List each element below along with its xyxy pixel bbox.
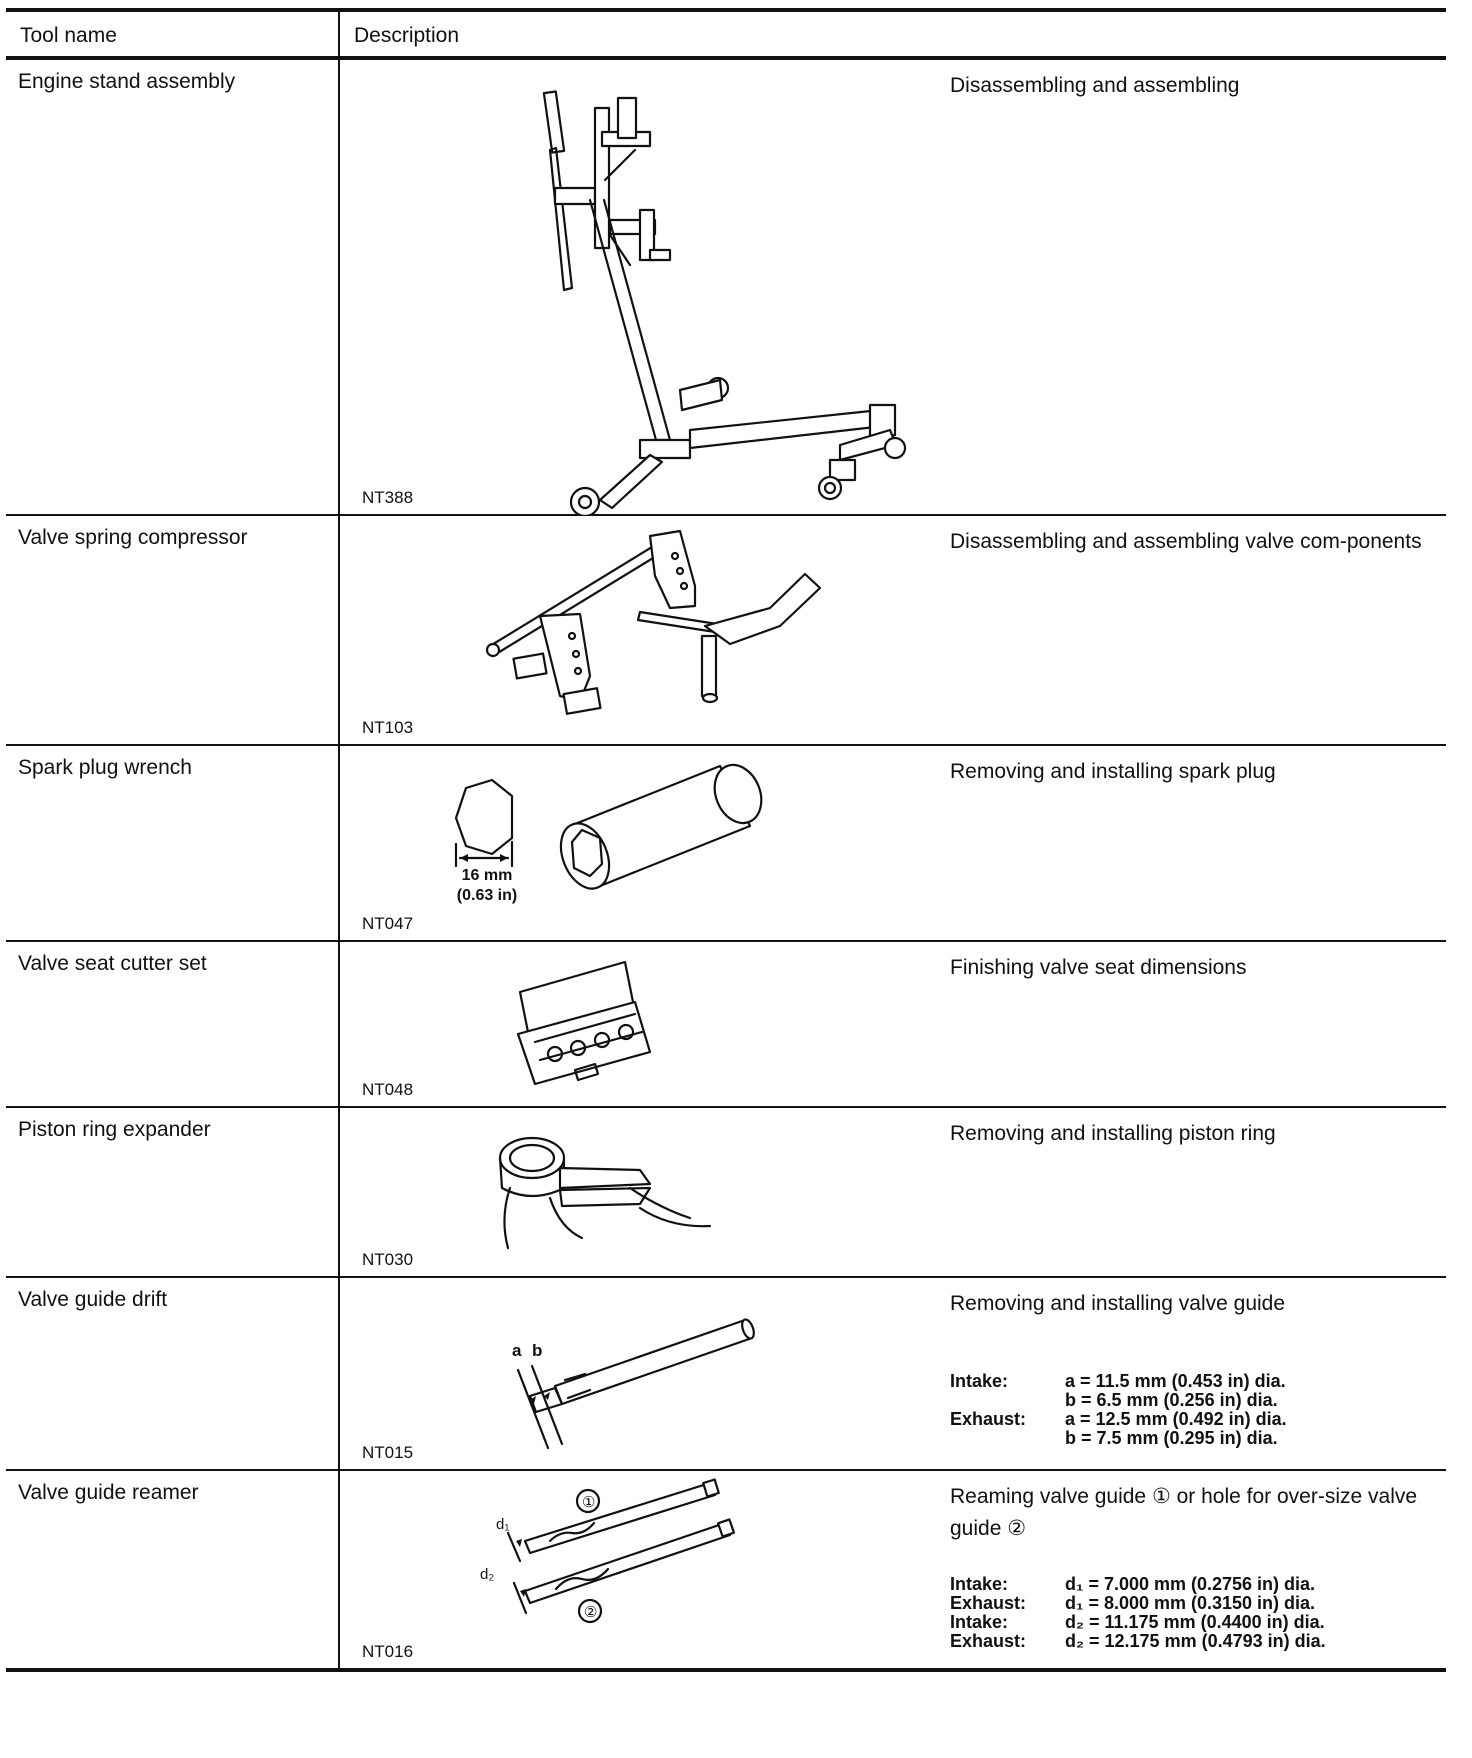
spec-value: d₂ = 12.175 mm (0.4793 in) dia.: [1065, 1631, 1326, 1651]
special-tools-table: Tool name Description Engine stand assem…: [6, 8, 1446, 1672]
spec-row: Exhaust: a = 12.5 mm (0.492 in) dia.: [950, 1410, 1287, 1429]
table-row: Valve seat cutter set NT048 Finishing va…: [6, 941, 1446, 1108]
tool-description-cell: NT103 Disassembling and assembling valve…: [339, 515, 1446, 746]
tool-purpose: Disassembling and assembling: [950, 74, 1240, 97]
diameter-label-d2: d₂: [480, 1566, 494, 1583]
valve-seat-cutter-set-illustration: NT048: [350, 942, 940, 1106]
diameter-label-d1: d₁: [496, 1516, 509, 1533]
tool-purpose: Removing and installing piston ring: [950, 1122, 1276, 1145]
engine-stand-illustration: NT388: [350, 60, 940, 515]
spec-value: d₁ = 7.000 mm (0.2756 in) dia.: [1065, 1574, 1316, 1594]
spec-row: Exhaust: d₂ = 12.175 mm (0.4793 in) dia.: [950, 1632, 1326, 1651]
hex-size-mm: 16 mm: [461, 867, 513, 884]
tool-description-cell: a b NT015 Removing and installing valve …: [339, 1277, 1446, 1471]
tool-name: Valve seat cutter set: [6, 941, 340, 1108]
spec-value: d₁ = 8.000 mm (0.3150 in) dia.: [1065, 1593, 1316, 1613]
tool-code: NT048: [362, 1080, 414, 1099]
header-tool-name: Tool name: [6, 8, 340, 60]
tool-name: Spark plug wrench: [6, 745, 340, 942]
tool-purpose: Disassembling and assembling valve com-p…: [950, 530, 1422, 553]
drift-spec-list: Intake: a = 11.5 mm (0.453 in) dia. b = 6…: [950, 1372, 1287, 1448]
tool-description-cell: NT388 Disassembling and assembling: [339, 58, 1446, 516]
spec-label: Intake:: [950, 1612, 1009, 1632]
tool-description-cell: 16 mm (0.63 in) NT047 Removing and insta…: [339, 745, 1446, 942]
tool-name: Piston ring expander: [6, 1107, 340, 1278]
hex-size-in: (0.63 in): [456, 887, 518, 904]
valve-guide-drift-illustration: a b NT015: [350, 1278, 940, 1469]
valve-spring-compressor-illustration: NT103: [350, 516, 940, 744]
table-row: Valve spring compressor: [6, 515, 1446, 746]
table-row: Piston ring expander NT030 Removing and …: [6, 1107, 1446, 1278]
spec-label: Intake:: [950, 1574, 1009, 1594]
spec-value: d₂ = 11.175 mm (0.4400 in) dia.: [1065, 1612, 1325, 1632]
table-row: Valve guide drift a b NT015 Remov: [6, 1277, 1446, 1471]
valve-guide-reamer-illustration: ① ② d₁ d₂ NT016: [350, 1471, 940, 1668]
spec-value: a = 11.5 mm (0.453 in) dia.: [1065, 1371, 1286, 1391]
spec-value: b = 7.5 mm (0.295 in) dia.: [1065, 1428, 1278, 1448]
tool-purpose: Removing and installing valve guide: [950, 1292, 1286, 1315]
dimension-label-b: b: [532, 1341, 542, 1360]
table-row: Engine stand assembly: [6, 58, 1446, 516]
spec-row: Intake: d₁ = 7.000 mm (0.2756 in) dia.: [950, 1575, 1326, 1594]
tool-name: Valve guide reamer: [6, 1470, 340, 1672]
tool-purpose: Removing and installing spark plug: [950, 760, 1276, 783]
spec-label: [950, 1429, 1065, 1448]
reamer-spec-list: Intake: d₁ = 7.000 mm (0.2756 in) dia. Ex…: [950, 1575, 1326, 1651]
spark-plug-wrench-illustration: 16 mm (0.63 in) NT047: [350, 746, 940, 940]
tool-code: NT016: [362, 1642, 414, 1661]
tool-description-cell: NT030 Removing and installing piston rin…: [339, 1107, 1446, 1278]
reamer-label-2: ②: [584, 1604, 597, 1621]
spec-row: b = 7.5 mm (0.295 in) dia.: [950, 1429, 1287, 1448]
tool-code: NT015: [362, 1443, 414, 1462]
spec-row: Intake: a = 11.5 mm (0.453 in) dia.: [950, 1372, 1287, 1391]
table-row: Valve guide reamer ①: [6, 1470, 1446, 1672]
table-header-row: Tool name Description: [6, 8, 1446, 60]
header-description: Description: [339, 8, 1446, 60]
piston-ring-expander-illustration: NT030: [350, 1108, 940, 1276]
tools-table: Tool name Description Engine stand assem…: [6, 8, 1446, 1672]
reamer-label-1: ①: [582, 1494, 595, 1511]
table-row: Spark plug wrench 16 mm (0.63 in): [6, 745, 1446, 942]
spec-row: Intake: d₂ = 11.175 mm (0.4400 in) dia.: [950, 1613, 1326, 1632]
tool-code: NT047: [362, 914, 414, 933]
spec-label: Exhaust:: [950, 1631, 1027, 1651]
tool-code: NT103: [362, 718, 414, 737]
tool-purpose: Reaming valve guide ① or hole for over-s…: [950, 1485, 1418, 1540]
spec-label: Exhaust:: [950, 1593, 1027, 1613]
spec-label: Intake:: [950, 1371, 1009, 1391]
hex-socket-icon: [454, 778, 514, 856]
tool-name: Engine stand assembly: [6, 58, 340, 516]
spec-value: a = 12.5 mm (0.492 in) dia.: [1065, 1409, 1287, 1429]
tool-description-cell: ① ② d₁ d₂ NT016 Reaming valve guide ① or…: [339, 1470, 1446, 1672]
tool-code: NT030: [362, 1250, 414, 1269]
tool-name: Valve spring compressor: [6, 515, 340, 746]
tool-description-cell: NT048 Finishing valve seat dimensions: [339, 941, 1446, 1108]
spec-label: Exhaust:: [950, 1409, 1027, 1429]
spec-label: [950, 1391, 1065, 1410]
tool-code: NT388: [362, 488, 414, 507]
spec-row: Exhaust: d₁ = 8.000 mm (0.3150 in) dia.: [950, 1594, 1326, 1613]
dimension-label-a: a: [512, 1341, 522, 1360]
spec-value: b = 6.5 mm (0.256 in) dia.: [1065, 1390, 1278, 1410]
tool-name: Valve guide drift: [6, 1277, 340, 1471]
spec-row: b = 6.5 mm (0.256 in) dia.: [950, 1391, 1287, 1410]
tool-purpose: Finishing valve seat dimensions: [950, 956, 1247, 979]
